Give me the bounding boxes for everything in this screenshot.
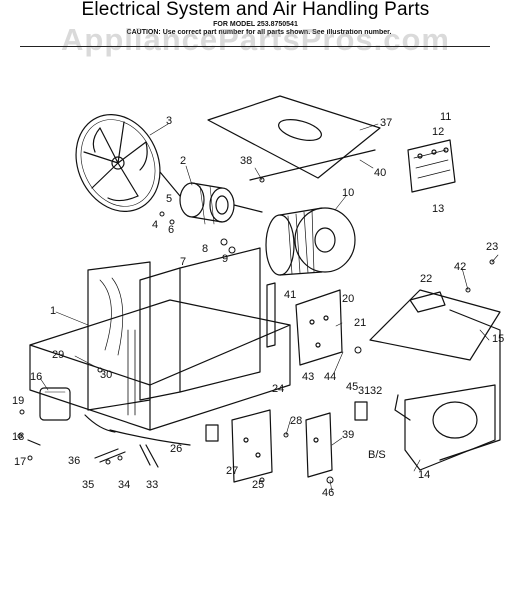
callout-46: 46 xyxy=(322,487,334,499)
motor xyxy=(159,171,263,225)
callout-43: 43 xyxy=(302,371,314,383)
callout-40: 40 xyxy=(374,167,386,179)
callout-5: 5 xyxy=(166,193,172,205)
callout-27: 27 xyxy=(226,465,238,477)
screws xyxy=(17,177,495,484)
callout-9: 9 xyxy=(222,253,228,265)
callout-31: 31 xyxy=(358,385,370,397)
air-housing xyxy=(369,289,501,461)
page-title: Electrical System and Air Handling Parts xyxy=(81,0,430,20)
callout-labels: 1234567891011121314151617181920212223242… xyxy=(12,111,504,499)
callout-28: 28 xyxy=(290,415,302,427)
callout-42: 42 xyxy=(454,261,466,273)
annotation-bs: B/S xyxy=(368,449,386,461)
callout-34: 34 xyxy=(118,479,130,491)
callout-39: 39 xyxy=(342,429,354,441)
callout-17: 17 xyxy=(14,456,26,468)
callout-45: 45 xyxy=(346,381,358,393)
thermostat-bracket xyxy=(354,401,368,421)
callout-11: 11 xyxy=(440,111,451,123)
leader-lines xyxy=(39,123,499,493)
callout-23: 23 xyxy=(486,241,498,253)
callout-19: 19 xyxy=(12,395,24,407)
callout-14: 14 xyxy=(418,469,430,481)
callout-18: 18 xyxy=(12,431,24,443)
watermark: AppliancePartsPros.com xyxy=(61,22,450,57)
callout-6: 6 xyxy=(168,224,174,236)
callout-12: 12 xyxy=(432,126,444,138)
callout-44: 44 xyxy=(324,371,336,383)
callout-15: 15 xyxy=(492,333,504,345)
callout-10: 10 xyxy=(342,187,354,199)
callout-20: 20 xyxy=(342,293,354,305)
callout-3: 3 xyxy=(166,115,172,127)
callout-37: 37 xyxy=(380,117,392,129)
top-panel xyxy=(207,95,381,181)
selector-switch xyxy=(205,424,219,442)
callout-25: 25 xyxy=(252,479,264,491)
callout-38: 38 xyxy=(240,155,252,167)
caption-text: CAUTION: Use correct part number for all… xyxy=(126,29,392,36)
header-rule xyxy=(20,46,490,47)
blower-wheel xyxy=(265,207,356,276)
capacitor xyxy=(39,387,71,421)
switch-plate xyxy=(305,412,333,478)
callout-26: 26 xyxy=(170,443,182,455)
callout-21: 21 xyxy=(354,317,366,329)
callout-2: 2 xyxy=(180,155,186,167)
callout-30: 30 xyxy=(100,369,112,381)
callout-22: 22 xyxy=(420,273,432,285)
electrical-bracket xyxy=(295,289,343,366)
callout-29: 29 xyxy=(52,349,64,361)
model-line: FOR MODEL 253.8750541 xyxy=(213,21,298,28)
control-switch-bracket xyxy=(407,139,456,193)
callout-36: 36 xyxy=(68,455,80,467)
callout-16: 16 xyxy=(30,371,42,383)
callout-13: 13 xyxy=(432,203,444,215)
callout-41: 41 xyxy=(284,289,296,301)
callout-24: 24 xyxy=(272,383,284,395)
callout-7: 7 xyxy=(180,256,186,268)
brace xyxy=(266,282,276,348)
callout-35: 35 xyxy=(82,479,94,491)
callout-4: 4 xyxy=(152,219,158,231)
callout-1: 1 xyxy=(50,305,56,317)
base-pan-chassis xyxy=(29,247,291,431)
blower-scroll xyxy=(394,384,496,471)
fan-blade xyxy=(75,114,161,212)
callout-32: 32 xyxy=(370,385,382,397)
callout-8: 8 xyxy=(202,243,208,255)
control-panel xyxy=(231,409,273,483)
power-cord xyxy=(27,414,191,468)
callout-33: 33 xyxy=(146,479,158,491)
